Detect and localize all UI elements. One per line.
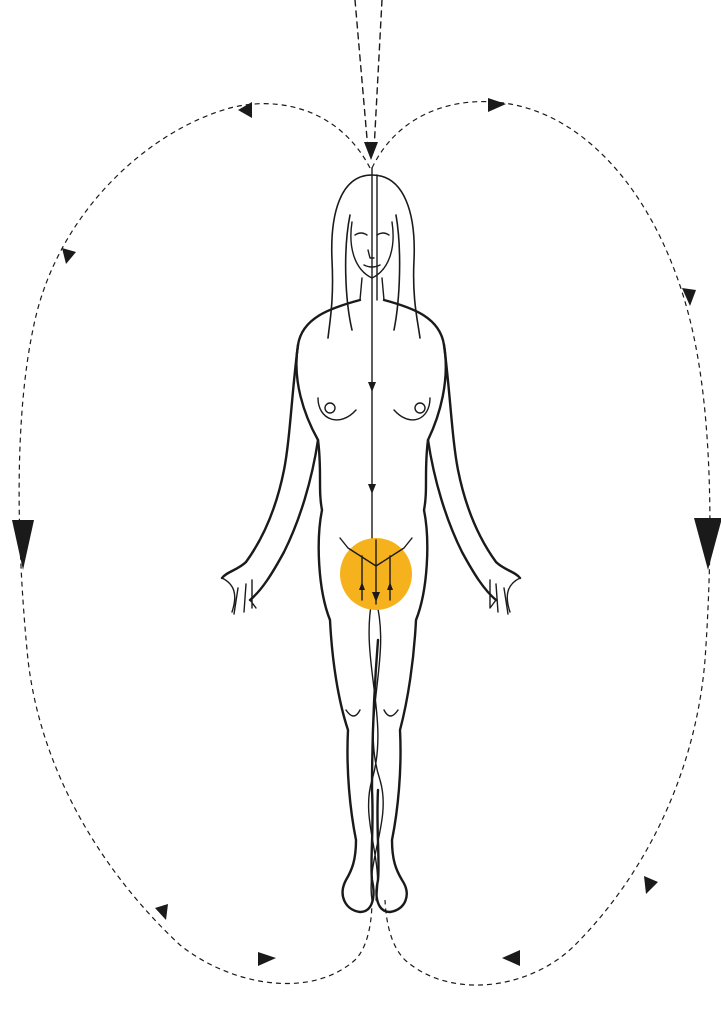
arrow-right-icon — [488, 98, 506, 112]
hair — [328, 175, 420, 338]
arrow-left-icon — [502, 950, 520, 966]
arrow-down-icon — [62, 248, 76, 264]
left-hand — [222, 578, 256, 614]
arrow-down-icon — [694, 518, 721, 570]
arrow-down-icon — [368, 382, 376, 392]
arrow-left-icon — [238, 102, 252, 118]
arrow-down-icon — [12, 520, 34, 570]
right-hand — [490, 578, 520, 614]
central-energy-channel — [368, 168, 377, 600]
arrow-down-icon — [155, 904, 168, 920]
arrow-down-icon — [644, 876, 658, 894]
sacral-energy-center — [340, 538, 412, 610]
arrow-down-icon — [368, 484, 376, 494]
left-arm — [222, 345, 318, 600]
right-arm — [428, 345, 520, 600]
arrow-right-icon — [258, 952, 276, 966]
arrow-down-icon — [364, 142, 378, 160]
right-field-loop — [372, 98, 721, 985]
incoming-energy-arrows — [355, 0, 382, 160]
